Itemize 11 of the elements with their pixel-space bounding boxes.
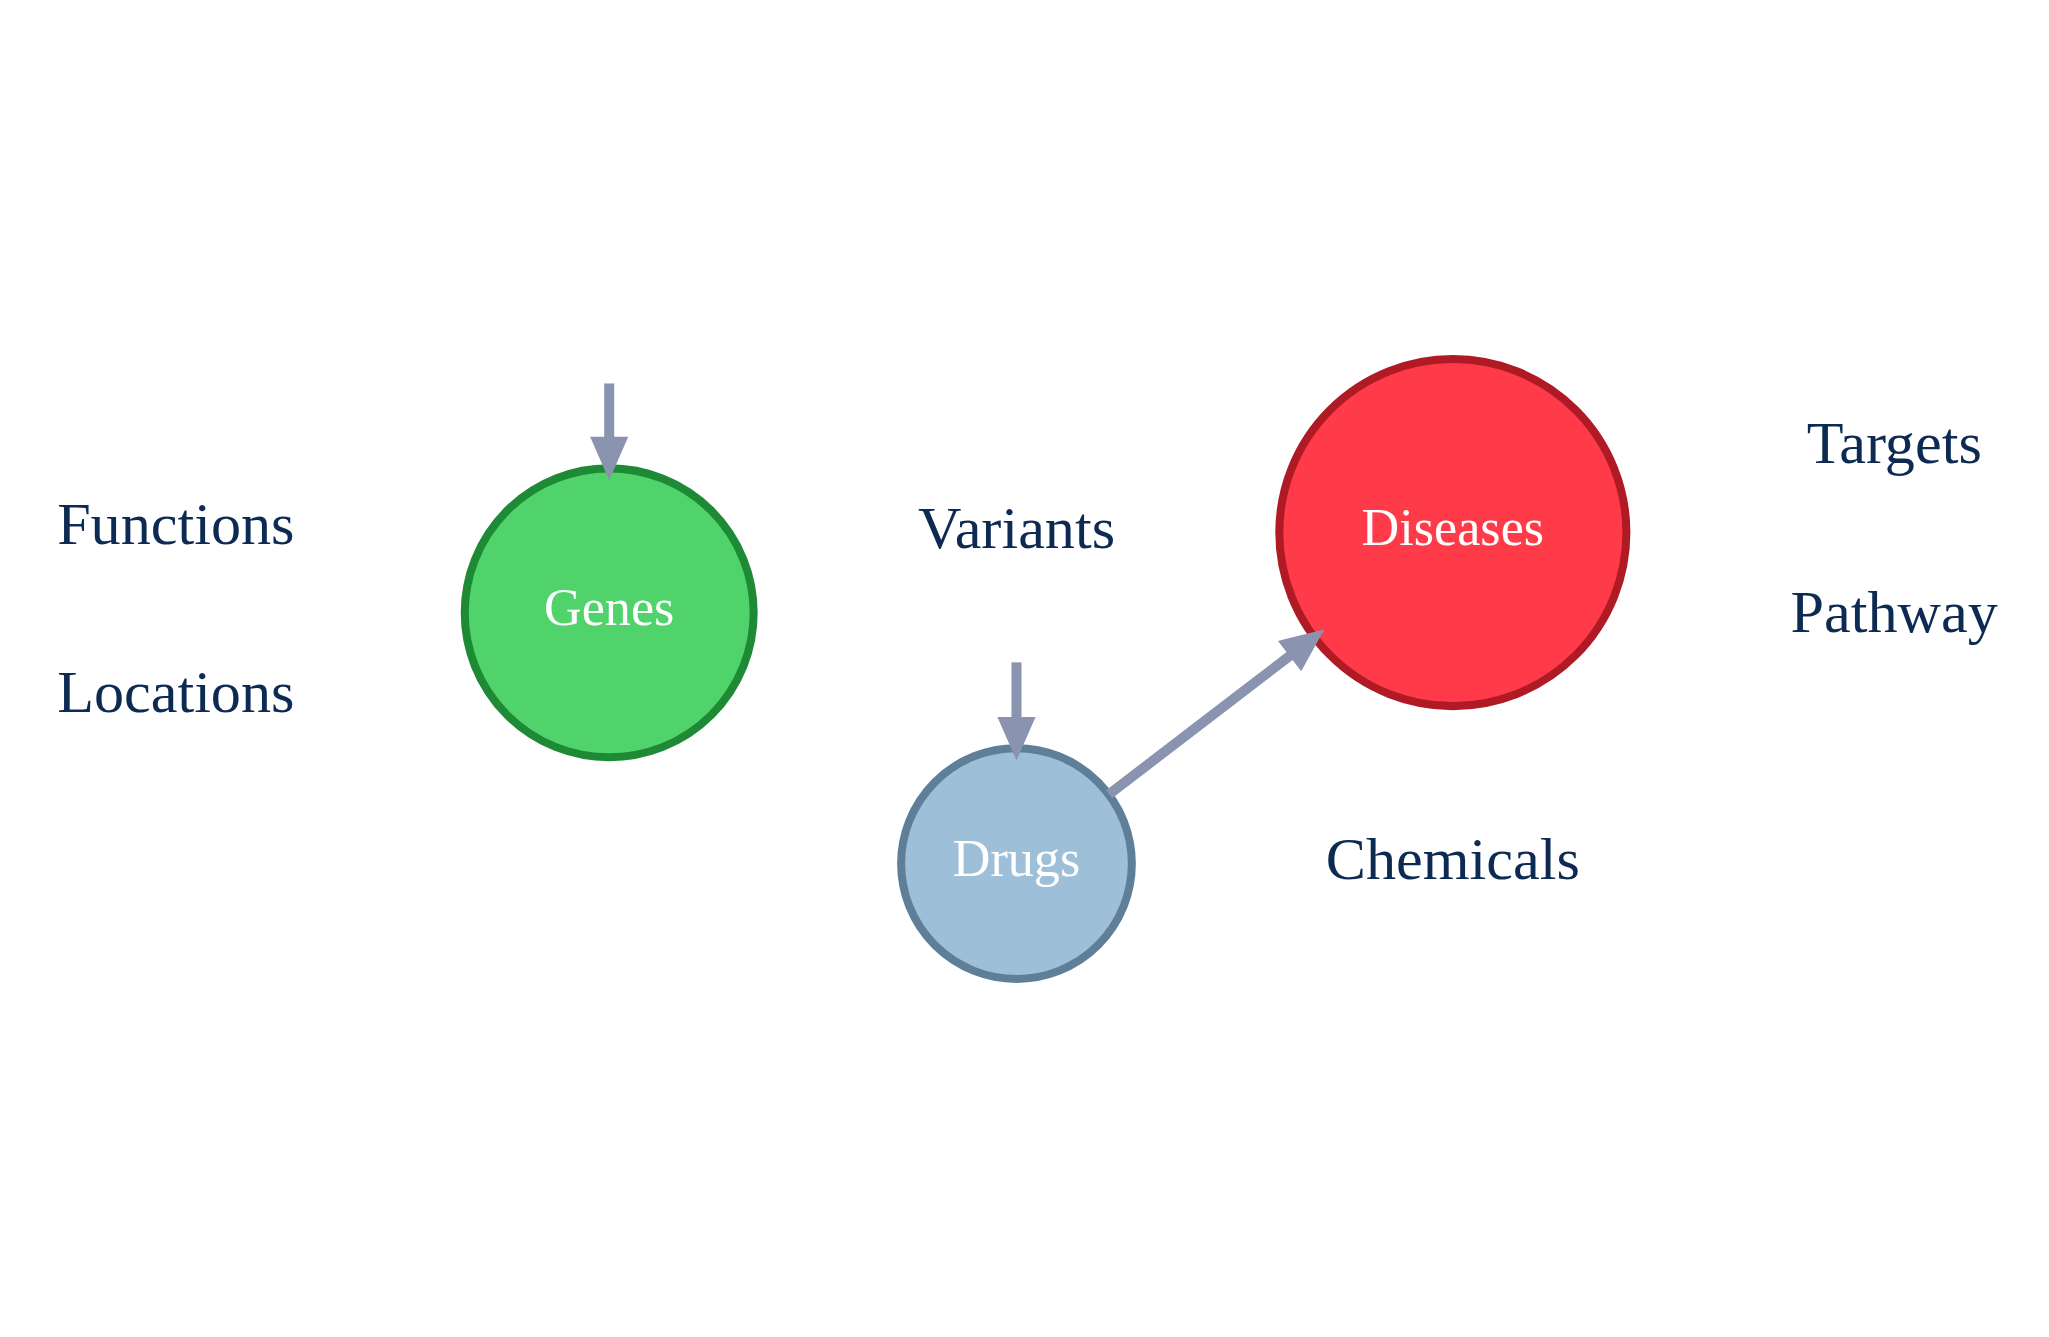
arrow bbox=[997, 661, 1036, 761]
label: Locations bbox=[57, 657, 295, 725]
label: Functions bbox=[57, 489, 295, 557]
arrow bbox=[590, 382, 629, 480]
label: Targets bbox=[1806, 408, 1982, 476]
node-circle: Genes bbox=[460, 463, 758, 761]
label: Pathway bbox=[1790, 577, 1998, 645]
arrow bbox=[1106, 629, 1325, 798]
node-circle: Drugs bbox=[897, 743, 1136, 983]
label: Variants bbox=[917, 493, 1116, 561]
label: Chemicals bbox=[1325, 824, 1580, 892]
